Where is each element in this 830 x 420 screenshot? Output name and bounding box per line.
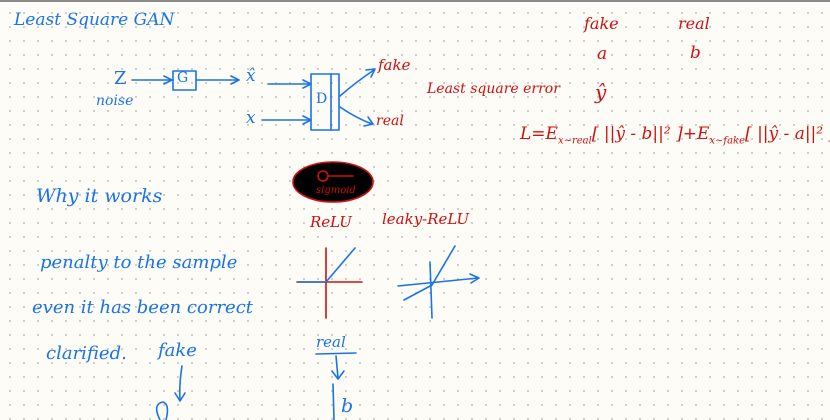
loss-name: Least square error bbox=[427, 81, 560, 97]
real-down-arrowhead bbox=[331, 370, 345, 380]
discriminator-label: D bbox=[316, 91, 328, 107]
why-fake: fake bbox=[158, 340, 197, 361]
sigmoid-dot bbox=[317, 170, 329, 182]
real-left-bar bbox=[332, 383, 335, 420]
why-line-3: clarified. bbox=[46, 343, 127, 364]
x-label: x bbox=[246, 108, 256, 128]
target-b: b bbox=[690, 43, 701, 63]
why-heading: Why it works bbox=[36, 185, 163, 207]
page-title: Least Square GAN bbox=[14, 10, 175, 30]
generator-box bbox=[172, 70, 197, 91]
z-to-g-arrowhead bbox=[163, 75, 173, 85]
noise-label: noise bbox=[96, 93, 134, 109]
relu-curve bbox=[297, 247, 356, 283]
leaky-curve bbox=[403, 245, 456, 301]
sigmoid-label: sigmoid bbox=[316, 185, 356, 196]
real-down-arrow bbox=[335, 355, 339, 379]
real-underline bbox=[315, 352, 357, 355]
formula-sub2: x~fake bbox=[709, 135, 746, 147]
sigmoid-circle bbox=[292, 161, 374, 203]
fake-down-arrow bbox=[178, 365, 183, 401]
fake-down-arrowhead bbox=[174, 392, 186, 402]
why-line-1: penalty to the sample bbox=[40, 252, 238, 273]
relu-label: ReLU bbox=[310, 213, 352, 231]
why-line-2: even it has been correct bbox=[32, 297, 254, 318]
x-hat-label: x̂ bbox=[246, 66, 256, 86]
generator-label: G bbox=[177, 70, 189, 86]
formula-term1: [ ||ŷ - b||² ] bbox=[591, 124, 683, 144]
why-real: real bbox=[316, 333, 346, 351]
target-a: a bbox=[597, 44, 608, 64]
y-hat-symbol: ŷ bbox=[595, 80, 607, 104]
fake-header: fake bbox=[584, 14, 619, 33]
d-to-fake-arrowhead bbox=[365, 68, 376, 78]
leaky-y-axis bbox=[429, 261, 433, 319]
loss-formula: L=Ex~real[ ||ŷ - b||² ]+Ex~fake[ ||ŷ - a… bbox=[520, 124, 830, 146]
leaky-x-arrowhead bbox=[469, 273, 480, 284]
discriminator-box bbox=[310, 73, 340, 131]
formula-sub1: x~real bbox=[557, 135, 592, 147]
formula-e1: E bbox=[545, 124, 558, 144]
leaky-x-axis bbox=[397, 277, 479, 287]
output-real-label: real bbox=[376, 113, 404, 129]
top-border bbox=[0, 0, 830, 2]
why-b: b bbox=[341, 395, 354, 417]
formula-term2: [ ||ŷ - a||² ] bbox=[745, 124, 830, 144]
leaky-relu-label: leaky-ReLU bbox=[382, 210, 470, 228]
d-to-fake-arrow bbox=[339, 69, 375, 97]
z-label: Z bbox=[114, 68, 127, 89]
d-to-real-arrow bbox=[339, 106, 373, 125]
d-to-real-arrowhead bbox=[363, 116, 374, 127]
real-header: real bbox=[678, 14, 710, 33]
formula-e2: E bbox=[696, 124, 710, 144]
output-fake-label: fake bbox=[378, 56, 411, 74]
a-glyph bbox=[155, 401, 169, 420]
g-to-xhat-arrowhead bbox=[230, 75, 240, 85]
formula-plus: + bbox=[682, 124, 697, 144]
formula-l-eq: L= bbox=[520, 124, 546, 144]
